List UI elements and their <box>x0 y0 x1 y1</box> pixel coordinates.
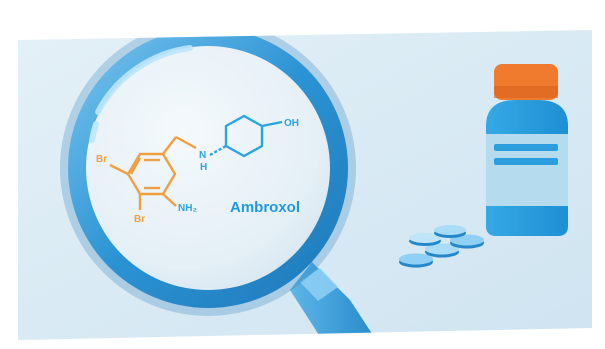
aromatic-ring <box>109 135 197 210</box>
nitrogen-label: N <box>199 150 206 161</box>
magnifying-glass-handle <box>290 262 382 340</box>
pill <box>399 253 433 268</box>
pill <box>425 243 459 258</box>
pill-bottle-icon <box>486 64 568 236</box>
ambroxol-structure: Br Br NH₂ N H OH Ambroxol <box>96 114 300 225</box>
amine-label: NH₂ <box>178 203 197 214</box>
nitrogen-hydrogen-label: H <box>200 162 207 173</box>
cyclohexane-ring <box>209 114 283 158</box>
magnifying-glass-icon <box>60 30 356 316</box>
bromine-label-top: Br <box>96 154 107 165</box>
molecule-name: Ambroxol <box>230 199 300 216</box>
pills-icon <box>399 225 484 268</box>
hydroxyl-label: OH <box>284 118 299 129</box>
bromine-label-bottom: Br <box>134 214 145 225</box>
pill <box>434 225 466 238</box>
pill <box>450 234 484 249</box>
pill <box>409 233 441 246</box>
